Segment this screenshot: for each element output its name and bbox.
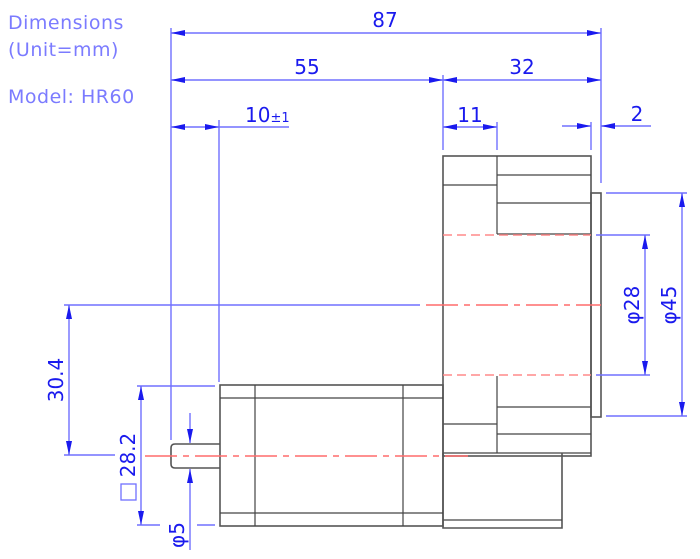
arrow-left bbox=[171, 30, 185, 36]
gearbox bbox=[442, 155, 602, 529]
dim-55-label: 55 bbox=[294, 55, 319, 79]
dim-32-label: 32 bbox=[509, 55, 534, 79]
model-label: Model: HR60 bbox=[8, 86, 135, 108]
dim-11-label: 11 bbox=[457, 103, 482, 127]
dim-10-label: 10±1 bbox=[245, 103, 290, 127]
unit-label: (Unit=mm) bbox=[8, 39, 119, 61]
dim-motor-square: 28.2 bbox=[116, 385, 215, 526]
square-symbol-icon bbox=[120, 483, 137, 501]
dim-28-2-label: 28.2 bbox=[116, 433, 140, 478]
dim-motor-length: 55 bbox=[171, 55, 443, 83]
dim-87-label: 87 bbox=[372, 8, 397, 32]
dim-shaft-diameter: φ5 bbox=[165, 413, 215, 550]
dim-phi5-label: φ5 bbox=[165, 522, 189, 548]
dim-phi28-label: φ28 bbox=[620, 286, 644, 325]
title-label: Dimensions bbox=[8, 12, 124, 34]
dim-pilot-diameters: φ28 φ45 bbox=[596, 192, 687, 417]
dim-pilot-thickness: 2 bbox=[562, 102, 651, 129]
dim-phi45-label: φ45 bbox=[657, 286, 681, 325]
dim-2-label: 2 bbox=[631, 102, 644, 126]
arrow-right bbox=[587, 30, 601, 36]
gearbox-lower-extension bbox=[442, 453, 563, 529]
extension-lines bbox=[170, 28, 602, 440]
dim-flange-thickness: 11 bbox=[443, 103, 497, 130]
gearbox-body bbox=[442, 155, 592, 457]
dim-shaft-length: 10±1 bbox=[171, 103, 290, 130]
dim-30-4-label: 30.4 bbox=[44, 358, 68, 403]
dim-gearbox-length: 32 bbox=[443, 55, 601, 83]
dim-shaft-offset: 30.4 bbox=[44, 304, 420, 456]
dim-overall-length: 87 bbox=[171, 8, 601, 36]
